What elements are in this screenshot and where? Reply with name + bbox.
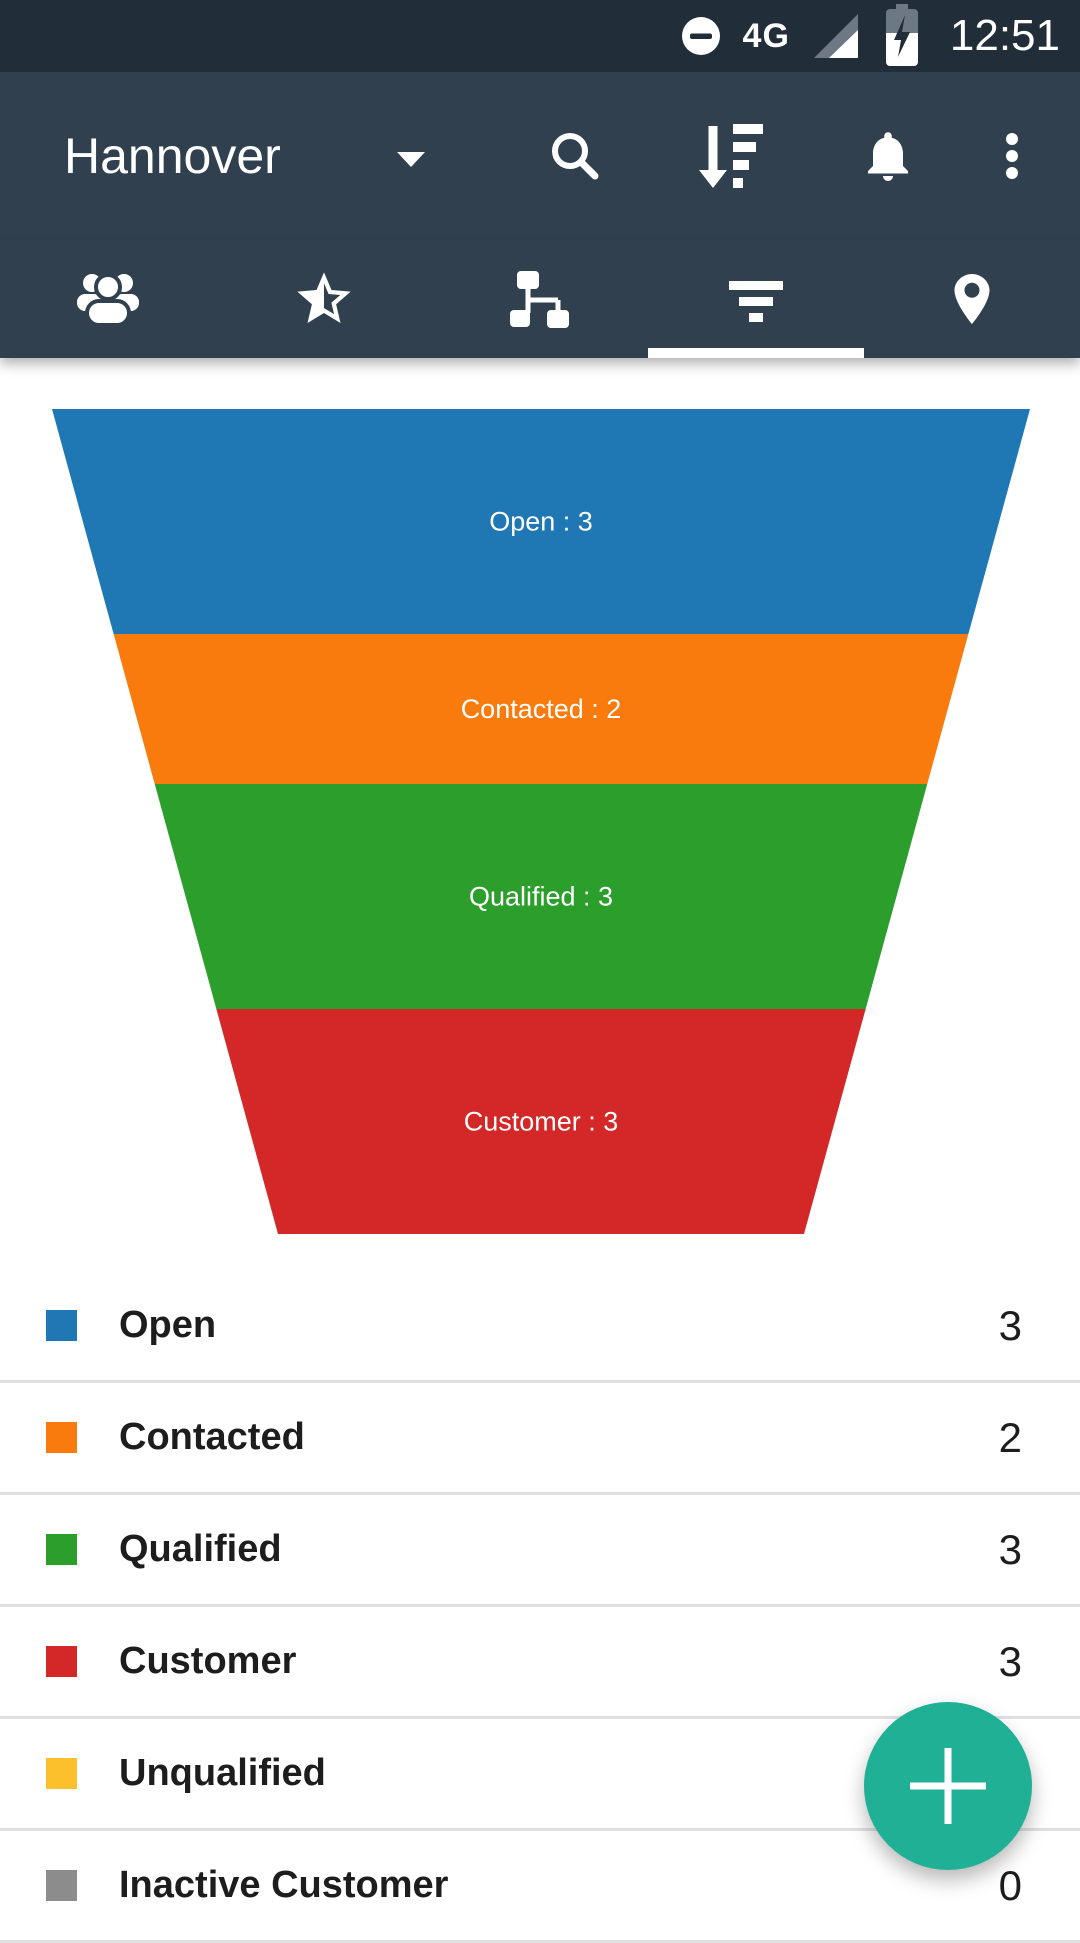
funnel-segment-label: Open : 3 [489, 507, 593, 537]
funnel-segment[interactable] [216, 1009, 866, 1234]
notifications-bell-icon [868, 132, 908, 181]
legend-color-swatch [46, 1422, 77, 1453]
tab-contacts[interactable] [0, 240, 216, 358]
legend-value: 3 [998, 1637, 1022, 1685]
legend-color-swatch [46, 1758, 77, 1789]
legend-color-swatch [46, 1870, 77, 1901]
clock: 12:51 [949, 11, 1060, 60]
contacts-group-icon [77, 273, 139, 327]
funnel-segment[interactable] [52, 409, 1030, 634]
hierarchy-tree-icon [510, 271, 569, 328]
tab-favorites[interactable] [216, 240, 432, 358]
funnel-segment-label: Contacted : 2 [461, 694, 622, 724]
legend-row[interactable]: Qualified 3 [0, 1495, 1080, 1607]
notifications-button[interactable] [843, 72, 933, 240]
search-button[interactable] [530, 72, 620, 240]
funnel-segment-label: Customer : 3 [464, 1107, 619, 1137]
overflow-menu-button[interactable] [967, 72, 1057, 240]
do-not-disturb-icon [681, 17, 720, 55]
legend-row[interactable]: Open 3 [0, 1271, 1080, 1383]
tab-map[interactable] [864, 240, 1080, 358]
legend-color-swatch [46, 1534, 77, 1565]
status-bar: 4G 12:51 [0, 0, 1080, 72]
location-pin-icon [954, 274, 990, 324]
legend-label: Open [119, 1304, 217, 1346]
network-type-label: 4G [742, 17, 790, 55]
search-icon [552, 133, 599, 180]
legend-color-swatch [46, 1310, 77, 1341]
funnel-segment[interactable] [154, 784, 928, 1009]
plus-icon [910, 1748, 986, 1824]
favorites-star-half-icon [297, 272, 351, 323]
legend-value: 0 [998, 1861, 1022, 1909]
funnel-segment[interactable] [113, 634, 969, 784]
legend-color-swatch [46, 1646, 77, 1677]
overflow-menu-icon [1006, 133, 1018, 179]
legend-label: Inactive Customer [119, 1864, 449, 1906]
sort-descending-icon [699, 124, 763, 188]
signal-strength-icon [813, 14, 858, 58]
funnel-chart[interactable]: Open : 3 Contacted : 2 Qualified : 3 Custom… [0, 400, 1080, 1245]
funnel-segment-label: Qualified : 3 [469, 882, 613, 912]
legend-label: Unqualified [119, 1752, 326, 1794]
legend-row[interactable]: Customer 3 [0, 1607, 1080, 1719]
tab-funnel[interactable] [648, 240, 864, 358]
legend-label: Qualified [119, 1528, 282, 1570]
add-button[interactable] [864, 1702, 1032, 1870]
legend-value: 3 [998, 1301, 1022, 1349]
tab-hierarchy[interactable] [432, 240, 648, 358]
battery-charging-icon [885, 4, 918, 66]
chevron-down-icon [396, 151, 425, 167]
account-selector[interactable]: Hannover [64, 72, 425, 240]
legend-value: 3 [998, 1525, 1022, 1573]
funnel-filter-icon [729, 281, 783, 322]
legend-label: Contacted [119, 1416, 305, 1458]
legend-label: Customer [119, 1640, 297, 1682]
sort-button[interactable] [678, 72, 768, 240]
tab-bar [0, 240, 1080, 358]
legend-row[interactable]: Contacted 2 [0, 1383, 1080, 1495]
app-bar: Hannover [0, 72, 1080, 240]
page-title: Hannover [64, 128, 281, 184]
legend-value: 2 [998, 1413, 1022, 1461]
selected-tab-indicator [648, 348, 864, 358]
